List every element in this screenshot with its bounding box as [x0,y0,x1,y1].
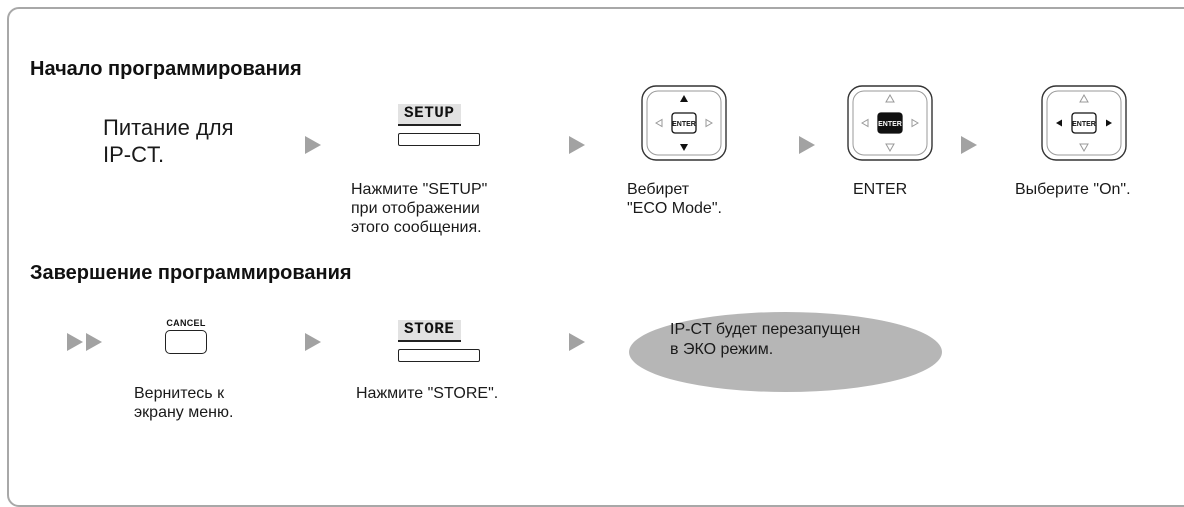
result-text: IP-CT будет перезапущен в ЭКО режим. [670,321,861,358]
flow-arrow-icon [569,333,585,351]
navigator-key-leftright-icon: ENTER [1041,85,1127,161]
flow-arrow-icon [799,136,815,154]
flow-arrow-icon [569,136,585,154]
store-softkey: STORE [398,320,480,362]
double-arrow-icon [67,333,83,351]
flow-arrow-icon [305,333,321,351]
setup-softkey: SETUP [398,104,480,146]
enter-key-label: ENTER [878,121,902,128]
enter-key-label: ENTER [672,121,696,128]
select-eco-caption: Вебирет "ECO Mode". [627,181,722,217]
store-softkey-label: STORE [398,320,461,342]
power-on-text: Питание для IP-CT. [103,115,234,167]
flow-arrow-icon [305,136,321,154]
diagram-frame [7,7,1184,507]
enter-key-label: ENTER [1072,121,1096,128]
flow-arrow-icon [961,136,977,154]
choose-on-caption: Выберите "On". [1015,181,1131,198]
navigator-key-enter-icon: ENTER [847,85,933,161]
setup-softkey-label: SETUP [398,104,461,126]
store-caption: Нажмите "STORE". [356,385,499,402]
enter-caption: ENTER [853,181,908,198]
navigator-key-updown-icon: ENTER [641,85,727,161]
start-heading: Начало программирования [30,58,302,80]
setup-caption: Нажмите "SETUP" при отображении этого со… [351,181,488,236]
cancel-key: CANCEL [156,318,216,354]
store-key-icon [398,349,480,362]
cancel-caption: Вернитесь к экрану меню. [134,385,234,421]
double-arrow-icon [86,333,102,351]
cancel-key-icon [165,330,207,354]
cancel-key-label: CANCEL [166,318,206,328]
setup-key-icon [398,133,480,146]
result-bubble [629,312,942,392]
end-heading: Завершение программирования [30,262,352,284]
